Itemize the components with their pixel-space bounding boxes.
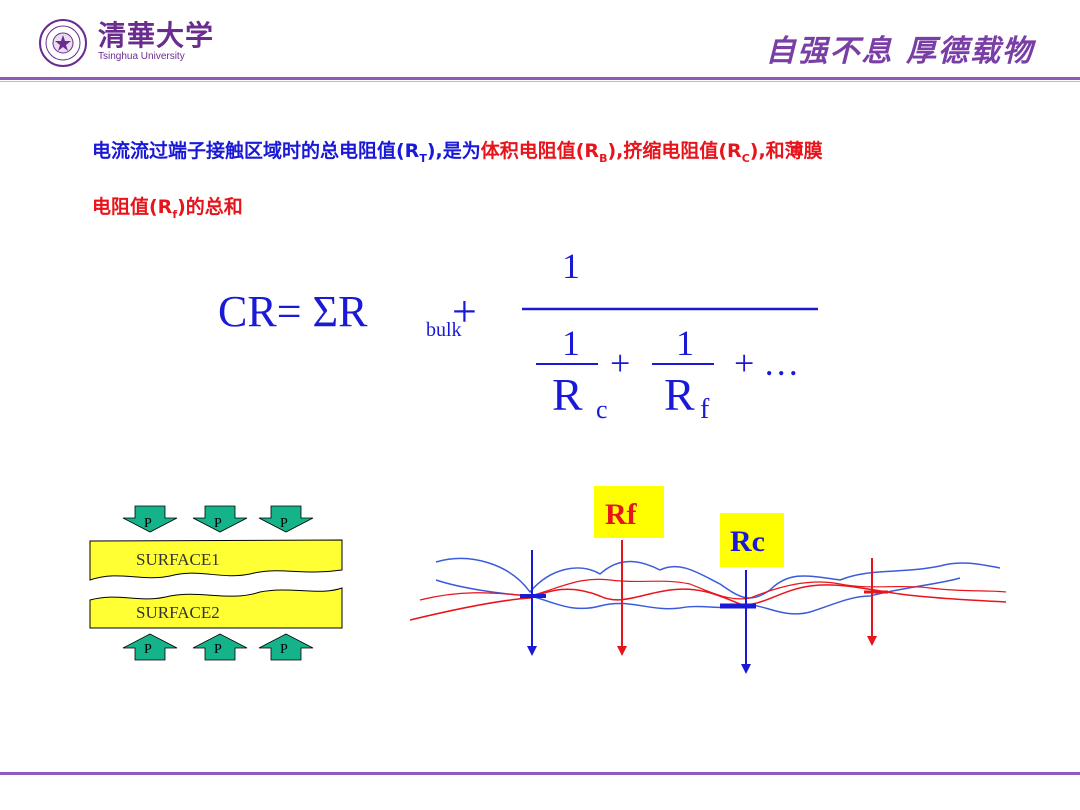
rc-label-box (720, 513, 784, 567)
formula-plus-2: + (610, 343, 630, 383)
rf-label-box (594, 486, 664, 538)
formula-term2-subscript: f (700, 394, 710, 425)
formula-term1-numerator: 1 (562, 323, 580, 363)
formula-term2-numerator: 1 (676, 323, 694, 363)
formula-plus: + (452, 287, 477, 336)
university-english-name: Tsinghua University (98, 51, 185, 62)
text-is: ),是为 (426, 140, 481, 162)
rc-label: Rc (730, 525, 765, 558)
rf-label: Rf (605, 498, 638, 531)
formula-bulk-subscript: bulk (426, 319, 462, 341)
text-total-resistance: 电流流过端子接触区域时的总电阻值(R (92, 140, 420, 162)
svg-text:P: P (280, 642, 288, 657)
current-arrow-red-1 (617, 540, 627, 656)
pressure-arrow-bottom-1: P (122, 633, 178, 661)
footer-divider (0, 772, 1080, 775)
text-and-film: ),和薄膜 (749, 140, 823, 162)
pressure-arrow-bottom-3: P (258, 633, 314, 661)
contact-resistance-formula: CR= ΣR bulk + 1 1 R c + 1 R f + … (218, 246, 818, 425)
current-arrow-blue-2 (741, 570, 751, 674)
pressure-arrow-top-1: P (122, 505, 178, 533)
subscript-b: B (599, 151, 608, 165)
pressure-arrow-bottom-2: P (192, 633, 248, 661)
film-profile-red (409, 584, 1007, 621)
university-logo-text: 清華大学 (98, 19, 215, 52)
subscript-t: T (419, 151, 427, 165)
surface1-label: SURFACE1 (136, 550, 220, 569)
university-motto: 自强不息 厚德载物 (765, 34, 1034, 69)
svg-text:P: P (144, 516, 152, 531)
current-arrow-blue-1 (527, 550, 537, 656)
header-divider-thin (0, 81, 1080, 82)
surface2-label: SURFACE2 (136, 603, 220, 622)
formula-term1-denominator: R (552, 369, 583, 420)
upper-surface-profile (435, 557, 1001, 599)
film-profile-red-2 (419, 578, 1007, 601)
subscript-c: C (741, 151, 750, 165)
formula-term2-denominator: R (664, 369, 695, 420)
formula-ellipsis: + … (734, 343, 799, 383)
svg-text:P: P (214, 516, 222, 531)
surface1-block (89, 539, 343, 581)
formula-term1-subscript: c (596, 395, 608, 424)
university-seal-icon (39, 19, 87, 67)
current-arrow-red-2 (867, 558, 877, 646)
formula-numerator: 1 (562, 246, 580, 286)
pressure-arrow-top-3: P (258, 505, 314, 533)
contact-interface-diagram: Rf Rc (409, 486, 1007, 674)
surface2-block (89, 587, 343, 629)
pressure-arrow-top-2: P (192, 505, 248, 533)
text-film-resistance: 电阻值(R (92, 196, 173, 218)
svg-text:P: P (144, 642, 152, 657)
header-divider (0, 77, 1080, 80)
slide-header: 清華大学 Tsinghua University 自强不息 厚德载物 (0, 0, 1080, 80)
text-sum: )的总和 (177, 196, 243, 218)
svg-text:P: P (214, 642, 222, 657)
svg-text:P: P (280, 516, 288, 531)
text-constriction-resistance: ),挤缩电阻值(R (607, 140, 742, 162)
subscript-f: f (172, 207, 178, 221)
text-bulk-resistance: 体积电阻值(R (480, 140, 600, 162)
description-line-2: 电阻值(Rf)的总和 (92, 192, 243, 221)
formula-lhs: CR= ΣR (218, 287, 368, 336)
lower-surface-profile (435, 577, 961, 615)
surface-pressure-diagram: P P P SURFACE1 SURFACE2 P P P (89, 505, 343, 661)
description-line-1: 电流流过端子接触区域时的总电阻值(RT),是为体积电阻值(RB),挤缩电阻值(R… (92, 136, 823, 165)
